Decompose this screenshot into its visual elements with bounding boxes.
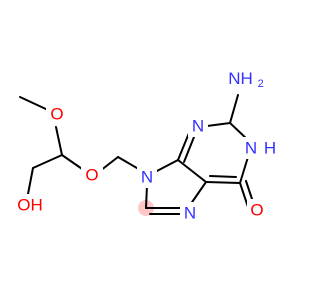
bond-o-acetal-c <box>55 126 63 156</box>
n1-label: N <box>245 139 257 158</box>
amine-nitrogen-text: NH <box>228 69 253 88</box>
bond-ch2-oh <box>27 167 34 195</box>
bond-c4-n3-double <box>183 136 195 163</box>
hydroxyl-label: OH <box>17 196 43 215</box>
bond-n1-c6 <box>239 156 249 184</box>
n1-hydrogen-label: H <box>264 139 276 158</box>
bond-c4-n3 <box>177 132 190 161</box>
atom-labels: O O OH N N N H N O NH 2 <box>12 68 276 224</box>
bond-c5-c4 <box>177 159 207 183</box>
bond-c6-o <box>239 182 249 208</box>
amine-nitrogen-label: NH 2 <box>228 69 263 91</box>
n3-label: N <box>192 117 204 136</box>
ether-oxygen-label: O <box>85 166 98 185</box>
bond-c6-c5 <box>205 181 241 184</box>
bond-n9-c8 <box>145 184 148 209</box>
chemical-structure-diagram: O O OH N N N H N O NH 2 <box>12 68 277 224</box>
amine-subscript: 2 <box>258 78 264 90</box>
bond-n3-c2 <box>206 122 231 127</box>
bond-acetal-c-ch2 <box>32 154 63 169</box>
methoxy-oxygen-label: O <box>50 105 63 124</box>
carbonyl-oxygen-label: O <box>250 201 263 220</box>
bond-c5-c6-double <box>209 175 237 178</box>
n7-label: N <box>184 204 196 223</box>
bond-c2-nh2 <box>229 94 239 124</box>
n9-label: N <box>141 168 153 187</box>
bond-c4-n9 <box>154 159 179 173</box>
bond-ch3-o <box>19 96 49 111</box>
